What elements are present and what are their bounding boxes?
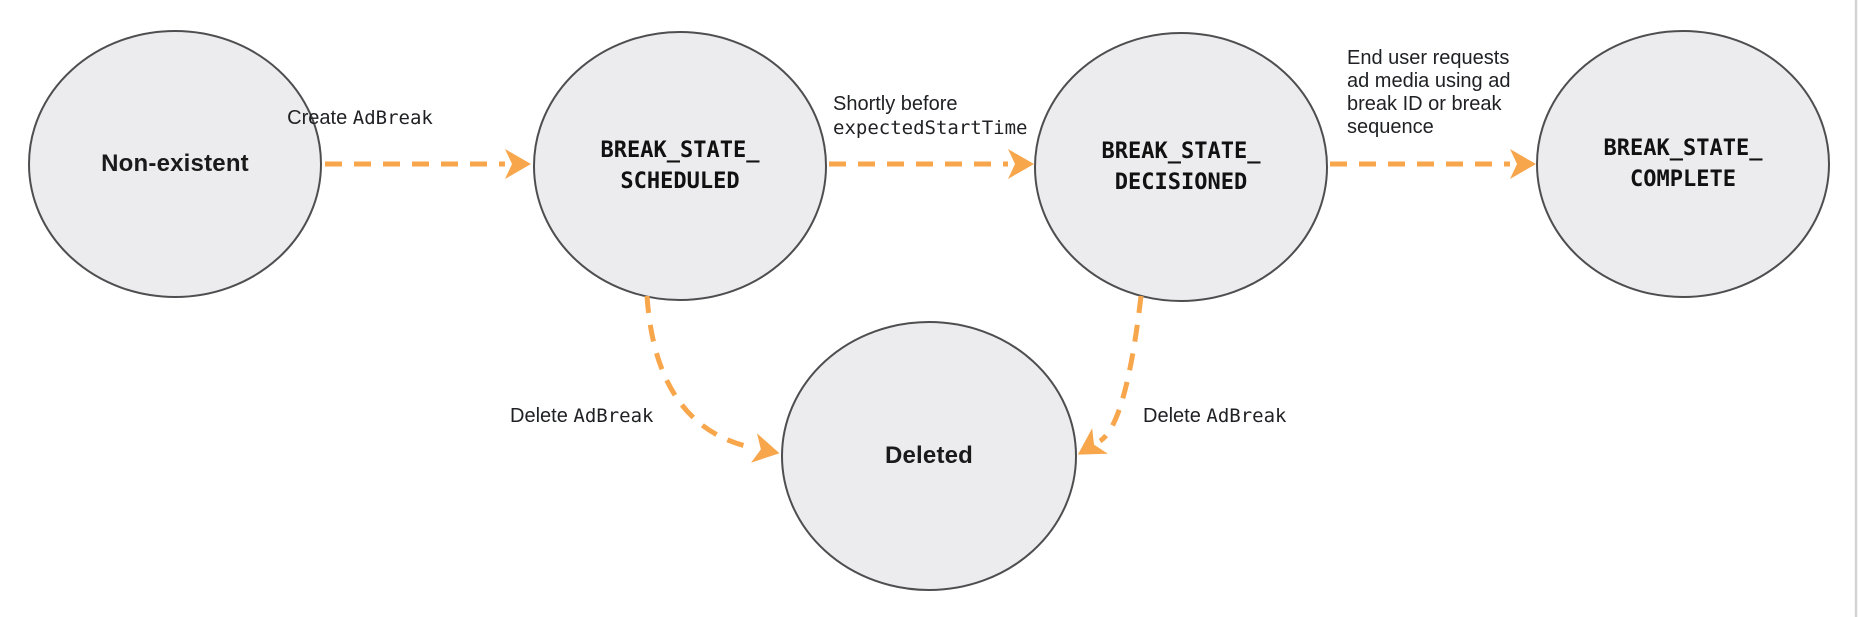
state-label-complete-line2: COMPLETE <box>1630 167 1736 192</box>
transition-label-delete-adbreak-left: Delete AdBreak <box>510 404 653 428</box>
delete-left-label-text: Delete <box>510 405 574 427</box>
delete-right-adbreak-code: AdBreak <box>1206 405 1287 427</box>
end-user-line3: break ID or break <box>1347 93 1502 115</box>
create-label-text: Create <box>287 107 353 129</box>
end-user-line4: sequence <box>1347 116 1434 138</box>
state-label-scheduled-line2: SCHEDULED <box>620 169 740 194</box>
state-node-non-existent <box>28 30 322 298</box>
state-label-decisioned-line1: BREAK_STATE_ <box>1101 139 1261 164</box>
state-label-scheduled-line1: BREAK_STATE_ <box>600 138 760 163</box>
transition-label-create-adbreak: Create AdBreak <box>287 106 433 130</box>
state-label-break-state-complete: BREAK_STATE_ COMPLETE <box>1604 133 1763 195</box>
state-label-deleted: Deleted <box>884 442 974 469</box>
state-label-non-existent: Non-existent <box>101 150 249 177</box>
state-node-break-state-complete <box>1536 30 1830 298</box>
state-label-break-state-scheduled: BREAK_STATE_ SCHEDULED <box>601 135 760 197</box>
expected-start-time-code: expectedStartTime <box>833 117 1028 139</box>
delete-right-label-text: Delete <box>1143 405 1207 427</box>
transition-label-end-user-request: End user requests ad media using ad brea… <box>1347 47 1510 139</box>
state-node-break-state-decisioned <box>1034 32 1328 302</box>
state-node-break-state-scheduled <box>533 31 827 301</box>
adbreak-code-text: AdBreak <box>352 107 433 129</box>
end-user-line1: End user requests <box>1347 47 1510 69</box>
state-label-decisioned-line2: DECISIONED <box>1114 170 1248 195</box>
shortly-before-line1: Shortly before <box>833 93 958 115</box>
state-label-complete-line1: BREAK_STATE_ <box>1603 136 1763 161</box>
transition-label-shortly-before: Shortly before expectedStartTime <box>833 92 1027 140</box>
delete-left-adbreak-code: AdBreak <box>573 405 654 427</box>
state-node-deleted <box>781 321 1077 591</box>
transition-arrow-delete-adbreak-left <box>644 295 780 463</box>
end-user-line2: ad media using ad <box>1347 70 1511 92</box>
transition-arrow-delete-adbreak-right <box>1077 295 1144 455</box>
state-label-break-state-decisioned: BREAK_STATE_ DECISIONED <box>1102 136 1261 198</box>
transition-label-delete-adbreak-right: Delete AdBreak <box>1143 404 1286 428</box>
